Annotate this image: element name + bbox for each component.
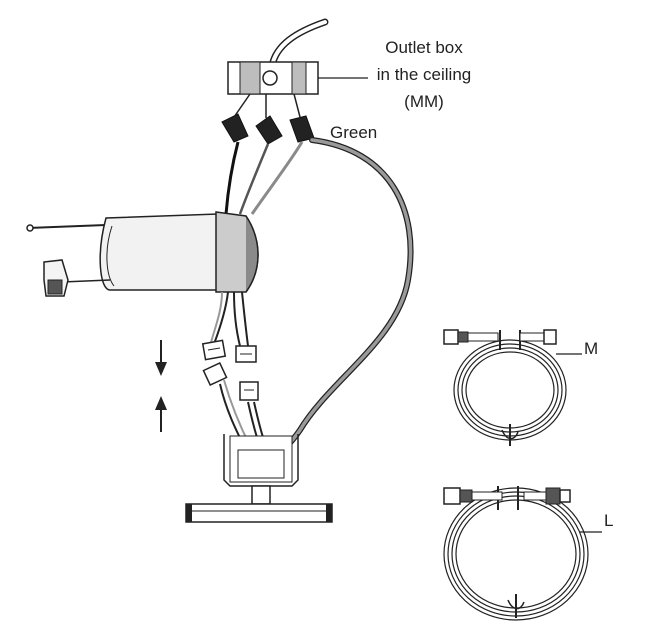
- green-ground-wire-loop: [273, 137, 414, 461]
- light-body: [26, 211, 259, 293]
- mounting-base: [185, 434, 333, 523]
- box-lead-wires: [231, 93, 301, 121]
- cable-m-label: M: [584, 339, 598, 358]
- canopy-bottom-wires: [209, 291, 249, 347]
- wire-nut-connectors: [221, 113, 315, 145]
- canopy-lead-wires: [224, 141, 304, 215]
- cable-l-coil: [443, 486, 589, 621]
- green-wire-label: Green: [330, 123, 377, 142]
- cable-l-connectors: [443, 487, 571, 505]
- wire-nut-left: [221, 113, 249, 143]
- outlet-box-label-line1: Outlet box: [385, 38, 463, 57]
- down-arrow-icon: [155, 340, 167, 376]
- cable-l-label: L: [604, 511, 613, 530]
- up-arrow-icon: [155, 396, 167, 432]
- outlet-box: [227, 61, 319, 95]
- wire-nut-middle: [255, 115, 283, 145]
- lower-wire-connectors: [202, 361, 259, 401]
- cable-m-coil: [453, 330, 567, 446]
- upper-wire-connectors: [201, 339, 257, 363]
- cable-m-connectors: [443, 329, 557, 345]
- outlet-box-label-line2: in the ceiling: [377, 65, 472, 84]
- mounting-tab: [43, 259, 69, 297]
- outlet-box-label-line3: (MM): [404, 92, 444, 111]
- supply-cable: [268, 18, 329, 70]
